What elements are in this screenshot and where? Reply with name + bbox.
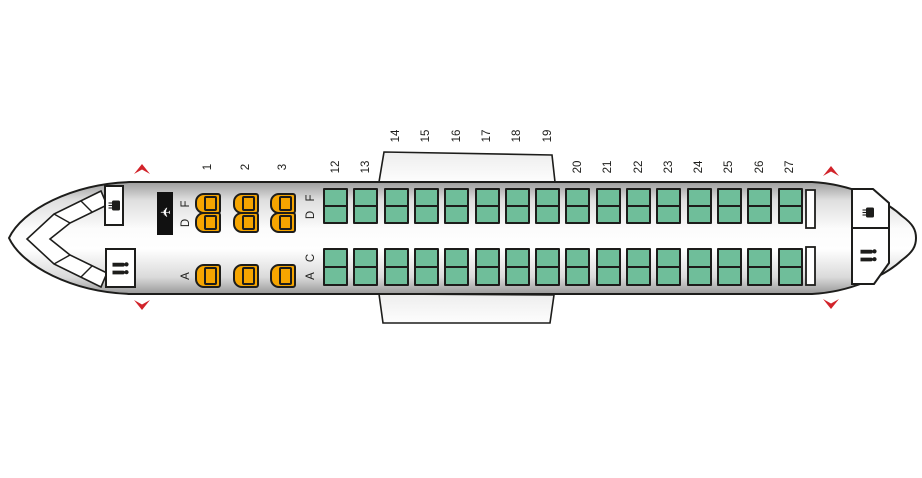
lavatory-icon xyxy=(858,246,878,264)
rear-door-marker-top xyxy=(805,189,816,229)
seat-15A[interactable] xyxy=(413,266,439,286)
front-bulkhead-box xyxy=(157,192,173,235)
seat-18D[interactable] xyxy=(504,205,530,224)
seat-19C[interactable] xyxy=(535,248,561,268)
seat-25A[interactable] xyxy=(716,266,742,286)
seat-letter-A: A xyxy=(305,272,317,280)
galley-icon xyxy=(858,203,878,221)
seat-14A[interactable] xyxy=(383,266,409,286)
seat-12C[interactable] xyxy=(323,248,348,268)
seat-3A[interactable] xyxy=(270,264,296,288)
seat-27C[interactable] xyxy=(777,248,803,268)
seat-13D[interactable] xyxy=(353,205,379,224)
seat-16C[interactable] xyxy=(444,248,470,268)
galley-icon xyxy=(104,196,124,214)
row-number-17: 17 xyxy=(481,129,493,143)
exit-arrow-rear-top xyxy=(822,164,840,176)
row-number-20: 20 xyxy=(571,160,584,174)
seat-26D[interactable] xyxy=(747,205,773,224)
seat-23A[interactable] xyxy=(656,266,682,286)
seat-1D[interactable] xyxy=(195,212,221,233)
exit-arrow-rear-bottom xyxy=(822,299,840,311)
seat-1A[interactable] xyxy=(195,264,221,288)
seat-24A[interactable] xyxy=(686,266,712,286)
seat-23C[interactable] xyxy=(656,248,682,268)
row-number-1: 1 xyxy=(202,163,214,171)
seat-22A[interactable] xyxy=(626,266,651,286)
row-number-15: 15 xyxy=(420,129,433,143)
seat-14D[interactable] xyxy=(383,205,409,224)
seat-13C[interactable] xyxy=(353,248,379,268)
seat-letter-D: D xyxy=(180,218,192,227)
seat-23D[interactable] xyxy=(656,205,682,224)
row-number-14: 14 xyxy=(390,129,403,143)
cockpit-window-dividers xyxy=(53,200,93,278)
seat-19A[interactable] xyxy=(535,266,561,286)
seat-letter-A: A xyxy=(180,272,192,280)
row-number-22: 22 xyxy=(632,160,645,174)
aircraft-bulkhead-icon: ✈ xyxy=(159,204,171,220)
seat-21A[interactable] xyxy=(595,266,621,286)
seat-12A[interactable] xyxy=(323,266,348,286)
seat-17A[interactable] xyxy=(474,266,500,286)
seat-16A[interactable] xyxy=(444,266,470,286)
front-lavatory-box xyxy=(105,248,136,288)
row-number-26: 26 xyxy=(753,160,766,174)
row-number-12: 12 xyxy=(329,160,342,174)
seat-13A[interactable] xyxy=(353,266,379,286)
seat-18C[interactable] xyxy=(504,248,530,268)
row-number-16: 16 xyxy=(450,129,463,143)
seat-17C[interactable] xyxy=(474,248,500,268)
seat-2A[interactable] xyxy=(232,264,259,288)
seat-24D[interactable] xyxy=(686,205,712,224)
seat-18A[interactable] xyxy=(504,266,530,286)
seat-3F[interactable] xyxy=(270,193,296,214)
seat-26A[interactable] xyxy=(747,266,773,286)
exit-arrow-front-bottom xyxy=(133,300,151,312)
row-number-3: 3 xyxy=(277,163,289,171)
seat-3D[interactable] xyxy=(270,212,296,233)
seat-14C[interactable] xyxy=(383,248,409,268)
wing-bottom xyxy=(378,293,555,324)
seat-27D[interactable] xyxy=(777,205,803,224)
row-number-27: 27 xyxy=(784,160,796,174)
seat-17D[interactable] xyxy=(474,205,500,224)
row-number-24: 24 xyxy=(693,160,706,174)
seat-20D[interactable] xyxy=(565,205,591,224)
seat-19D[interactable] xyxy=(535,205,561,224)
lavatory-icon xyxy=(110,259,130,277)
exit-arrow-front-top xyxy=(133,162,151,174)
seat-2F[interactable] xyxy=(232,193,259,214)
rear-lavatory-box xyxy=(851,227,890,285)
row-number-13: 13 xyxy=(359,160,372,174)
seat-15D[interactable] xyxy=(413,205,439,224)
row-number-25: 25 xyxy=(723,160,736,174)
seat-2D[interactable] xyxy=(232,212,259,233)
seat-25D[interactable] xyxy=(716,205,742,224)
seat-20C[interactable] xyxy=(565,248,591,268)
seat-12D[interactable] xyxy=(323,205,348,224)
seat-1F[interactable] xyxy=(195,193,221,214)
seat-21C[interactable] xyxy=(595,248,621,268)
seat-21D[interactable] xyxy=(595,205,621,224)
row-number-2: 2 xyxy=(239,163,252,171)
seat-27A[interactable] xyxy=(777,266,803,286)
seat-letter-D: D xyxy=(305,210,317,219)
seat-20A[interactable] xyxy=(565,266,591,286)
seat-24C[interactable] xyxy=(686,248,712,268)
row-number-19: 19 xyxy=(541,129,554,143)
seat-22D[interactable] xyxy=(626,205,651,224)
seat-26C[interactable] xyxy=(747,248,773,268)
row-number-18: 18 xyxy=(511,129,524,143)
seat-15C[interactable] xyxy=(413,248,439,268)
rear-door-marker-bottom xyxy=(805,246,816,286)
seat-25C[interactable] xyxy=(716,248,742,268)
wing-top xyxy=(378,151,556,183)
seat-16D[interactable] xyxy=(444,205,470,224)
row-number-21: 21 xyxy=(602,160,615,174)
seat-22C[interactable] xyxy=(626,248,651,268)
row-number-23: 23 xyxy=(662,160,675,174)
